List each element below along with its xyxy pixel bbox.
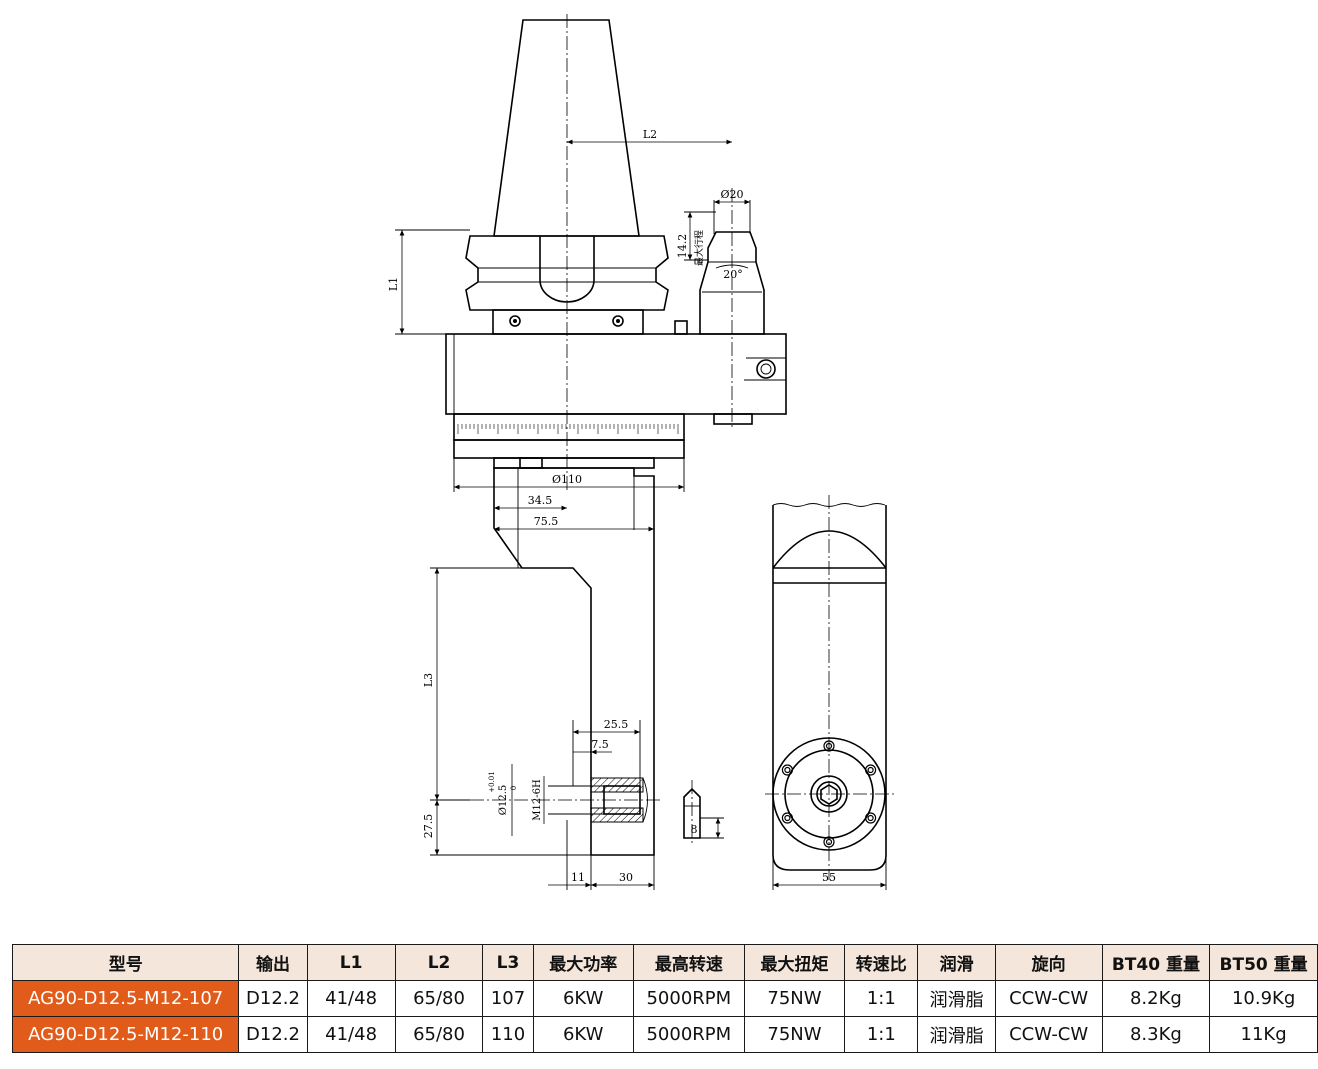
column-header: L2 [394, 944, 484, 981]
table-cell: 8.2Kg [1101, 980, 1211, 1017]
table-cell: 65/80 [394, 980, 484, 1017]
column-header: L3 [482, 944, 534, 981]
dimensions: L2 L1 Ø20 14.2 最大行程 20° Ø110 34.5 75.5 [387, 128, 751, 890]
main-housing [445, 333, 787, 415]
table-cell: 11Kg [1209, 1016, 1318, 1053]
output-flange [772, 737, 886, 851]
table-cell: 5000RPM [632, 1016, 745, 1053]
table-cell: 41/48 [306, 1016, 396, 1053]
column-header: L1 [306, 944, 396, 981]
scale-ring [453, 413, 685, 441]
table-cell: 65/80 [394, 1016, 484, 1053]
dim-8: 8 [691, 823, 698, 836]
side-view: 55 [765, 495, 894, 890]
taper-shank [493, 19, 640, 237]
bolt-hole [823, 836, 835, 848]
table-cell: CCW-CW [994, 1016, 1103, 1053]
table-cell: 1:1 [844, 1016, 919, 1053]
column-header: 最大扭矩 [743, 944, 846, 981]
stop-block [699, 231, 765, 335]
dim-30: 30 [619, 871, 633, 884]
table-cell: 110 [482, 1016, 534, 1053]
bolt-hole [867, 766, 874, 774]
column-header: 最高转速 [632, 944, 745, 981]
table-cell: 润滑脂 [917, 1016, 996, 1053]
dim-11: 11 [571, 871, 585, 884]
column-header: 型号 [11, 944, 240, 981]
column-header: 输出 [238, 944, 308, 981]
bolt-hole [864, 764, 877, 776]
dim-angle: 20° [723, 268, 743, 281]
column-header: BT50 重量 [1209, 944, 1318, 981]
table-cell: 107 [482, 980, 534, 1017]
dim-27-5: 27.5 [422, 814, 435, 839]
bolt-hole [867, 814, 874, 822]
bottom-ring [453, 439, 685, 459]
table-cell: 41/48 [306, 980, 396, 1017]
table-cell: 75NW [743, 1016, 846, 1053]
column-header: 润滑 [917, 944, 996, 981]
table-cell: 10.9Kg [1209, 980, 1318, 1017]
table-cell: 5000RPM [632, 980, 745, 1017]
column-header: 转速比 [844, 944, 919, 981]
side-screw [756, 359, 776, 379]
bolt-hole [784, 766, 791, 774]
dim-L1: L1 [387, 277, 400, 291]
bolt-hole [781, 764, 794, 776]
table-cell: D12.2 [238, 1016, 308, 1053]
dim-thread: M12-6H [532, 779, 543, 821]
bolt-hole [825, 838, 833, 846]
bolt-hole [825, 742, 833, 750]
dim-d12-5: Ø12.5 [498, 785, 509, 815]
table-cell: 6KW [532, 980, 634, 1017]
hex-detail: 8 [683, 780, 724, 845]
dim-L2: L2 [643, 128, 657, 141]
technical-drawing: L2 L1 Ø20 14.2 最大行程 20° Ø110 34.5 75.5 [387, 14, 894, 890]
dim-34-5: 34.5 [528, 494, 553, 507]
dim-75-5: 75.5 [534, 515, 559, 528]
model-cell: AG90-D12.5-M12-110 [11, 1016, 240, 1053]
table-cell: 8.3Kg [1101, 1016, 1211, 1053]
dim-14-2: 14.2 [676, 234, 689, 259]
dim-7-5: 7.5 [591, 738, 609, 751]
dim-d20: Ø20 [720, 188, 743, 201]
table-cell: 1:1 [844, 980, 919, 1017]
model-cell: AG90-D12.5-M12-107 [11, 980, 240, 1017]
table-cell: 75NW [743, 980, 846, 1017]
column-header: BT40 重量 [1101, 944, 1211, 981]
table-cell: D12.2 [238, 980, 308, 1017]
table-cell: CCW-CW [994, 980, 1103, 1017]
column-header: 旋向 [994, 944, 1103, 981]
bolt-hole [781, 812, 794, 824]
key-slot [539, 236, 595, 303]
spindle-section-upper [590, 777, 644, 793]
table-cell: 6KW [532, 1016, 634, 1053]
max-stroke-label: 最大行程 [693, 230, 705, 266]
dim-55: 55 [822, 871, 836, 884]
dim-tolerance-zero: 0 [510, 786, 518, 790]
scale-ticks [457, 424, 679, 434]
bolt-hole [823, 740, 835, 752]
dim-tolerance: +0.01 [488, 771, 496, 792]
bolt-holes [781, 740, 877, 848]
table-cell: 润滑脂 [917, 980, 996, 1017]
dim-L3: L3 [422, 673, 435, 687]
column-header: 最大功率 [532, 944, 634, 981]
bolt-hole [864, 812, 877, 824]
dim-d110: Ø110 [552, 473, 582, 486]
spindle-section-lower [590, 807, 644, 823]
dim-25-5: 25.5 [604, 718, 629, 731]
bolt-hole [784, 814, 791, 822]
